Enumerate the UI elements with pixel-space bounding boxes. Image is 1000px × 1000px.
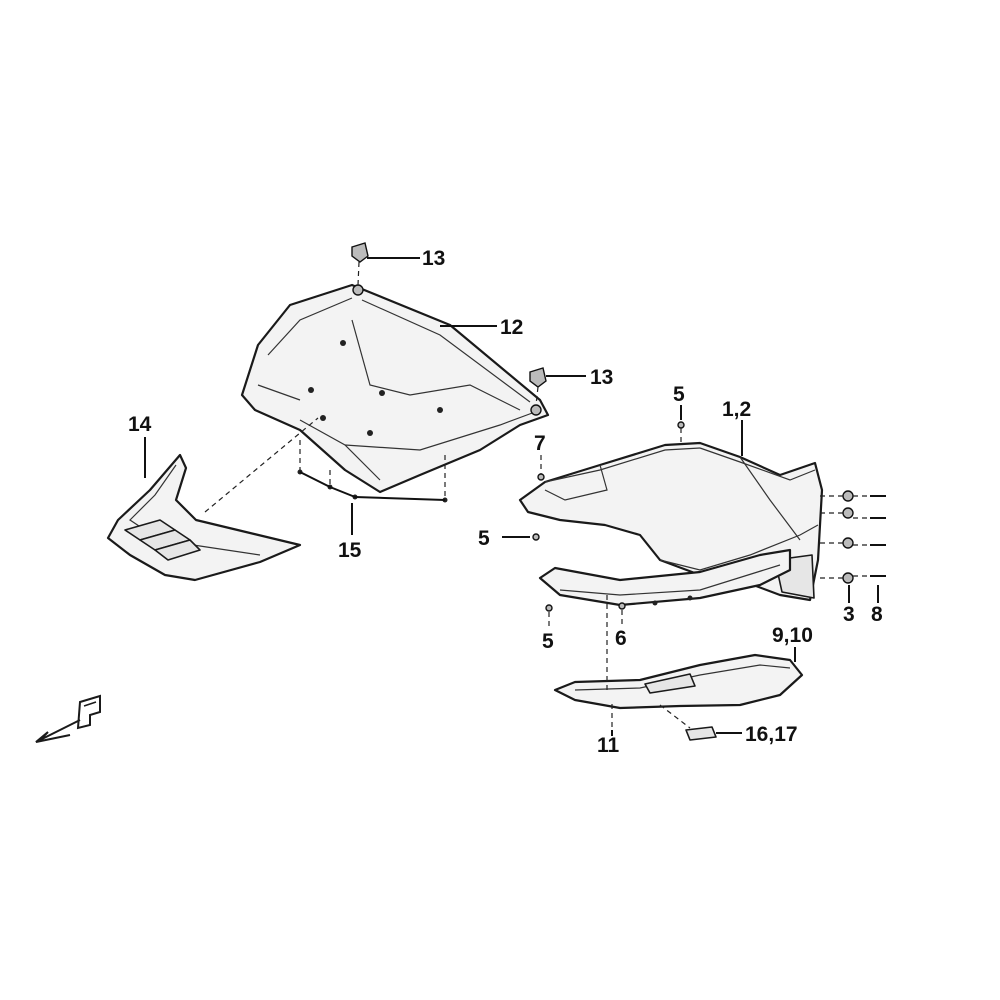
- callout-11: 11: [597, 734, 620, 757]
- callout-5-left: 5: [478, 527, 490, 550]
- callout-13-top: 13: [422, 247, 445, 270]
- screws-part-15: [297, 440, 448, 503]
- callout-9-10: 9,10: [772, 624, 813, 647]
- callout-14: 14: [128, 413, 152, 436]
- callout-8: 8: [871, 603, 883, 626]
- front-direction-arrow-icon: [35, 694, 101, 743]
- callout-16-17: 16,17: [745, 723, 798, 746]
- washers-part-8: [853, 495, 886, 577]
- screw-part-6: [606, 595, 626, 690]
- callout-15: 15: [338, 539, 362, 562]
- screws-part-5: [532, 421, 685, 628]
- callout-labels: 13 12 13 14 15 5 1,2 7 5 3 8 5 6 9,10 11…: [128, 247, 883, 757]
- leader-lines: [144, 257, 879, 736]
- screw-part-7: [537, 455, 545, 481]
- callout-12: 12: [500, 316, 523, 339]
- nuts-part-3: [820, 490, 854, 584]
- callout-7: 7: [534, 432, 546, 455]
- side-rail-part-9-10: [538, 548, 792, 607]
- callout-13-right: 13: [590, 366, 613, 389]
- hood-panel-part-12: [240, 283, 550, 494]
- callout-5-bottom: 5: [542, 630, 554, 653]
- callout-3: 3: [843, 603, 855, 626]
- clip-part-13-top: [351, 242, 369, 286]
- callout-6: 6: [615, 627, 627, 650]
- callout-1-2: 1,2: [722, 398, 751, 421]
- step-rail-part-11: [553, 653, 804, 730]
- clip-part-13-right: [529, 367, 547, 406]
- reflector-part-16-17: [685, 726, 717, 741]
- vent-cover-part-14: [106, 417, 319, 582]
- callout-5-top: 5: [673, 383, 685, 406]
